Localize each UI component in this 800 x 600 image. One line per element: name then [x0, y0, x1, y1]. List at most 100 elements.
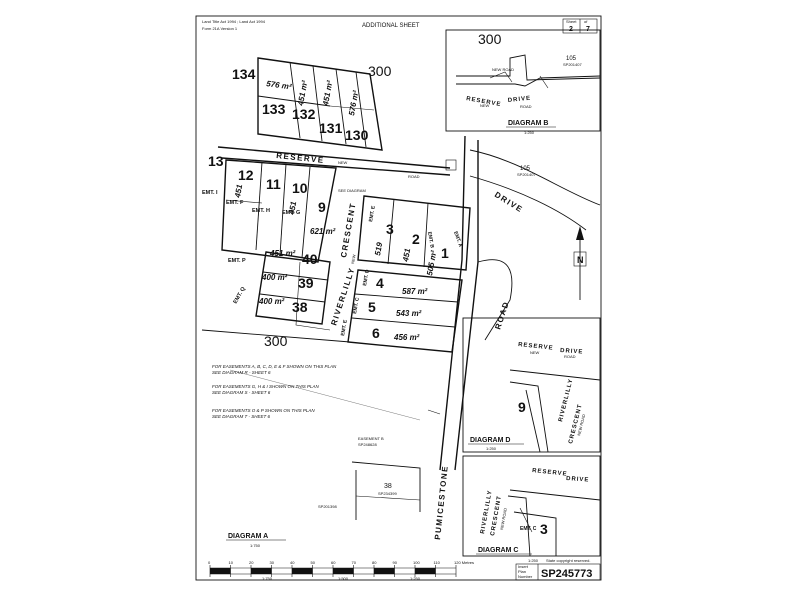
scale-tick-label: 20 [249, 560, 254, 565]
lot-40-area: 451 m² [269, 249, 296, 258]
lot-11: 11 [266, 176, 281, 192]
lot-38-parcel: 38 [384, 483, 392, 490]
sheet-label: Sheet [566, 19, 577, 24]
lot-1: 1 [441, 245, 449, 261]
lot-10-area: 451 [287, 200, 298, 216]
note-1-sub: SEE DIAGRAM R - SHEET 6 [212, 370, 271, 375]
scale-tick-label: 110 [434, 560, 441, 565]
emt-f: EMT. F [226, 200, 244, 206]
diagram-a-scale: 1:750 [250, 543, 261, 548]
emt-q: EMT. Q [233, 285, 248, 305]
emt-d: EMT. D [362, 269, 371, 287]
act-line: Land Title Act 1994 ; Land Act 1994 [202, 19, 266, 24]
diagram-d-new-road: NEW ROAD [576, 414, 586, 437]
easement-b: EASEMENT B [358, 436, 384, 441]
diagram-b-caption: DIAGRAM B [508, 120, 548, 127]
lot-1-area: 505 m² [425, 249, 438, 276]
road-reserve-new: NEW [338, 160, 348, 165]
diagram-b-label-105: 105 [566, 56, 577, 62]
scale-segment [374, 568, 395, 574]
diagram-c: RESERVE DRIVE RIVERLILLY CRESCENT NEW RO… [462, 455, 601, 563]
lot-40: 40 [302, 251, 318, 267]
diagram-d-riverlilly: RIVERLILLY [558, 378, 575, 423]
sheet-number: 2 [569, 26, 573, 33]
diagram-b: 300 105 SP201407 NEW ROAD RESERVE DRIVE … [445, 29, 601, 135]
diagram-d-scale: 1:250 [486, 446, 497, 451]
lot-38-parcel-ref: SP234399 [378, 491, 397, 496]
lot-9-area: 621 m² [310, 227, 336, 236]
plan-label: Plan [518, 569, 526, 574]
lot-6-area: 456 m² [393, 333, 420, 342]
road-drive: DRIVE [493, 190, 525, 215]
lot-134: 134 [232, 66, 256, 82]
see-diagram-label: SEE DIAGRAM [338, 188, 366, 193]
lot-130-area: 576 m² [347, 89, 360, 116]
diagram-d-drive: DRIVE [560, 348, 584, 356]
sheet-of-label: of [584, 19, 588, 24]
diagram-c-drive: DRIVE [566, 476, 590, 484]
scale-tick-label: 40 [290, 560, 295, 565]
north-arrow: N [573, 226, 587, 300]
scale-tick-label: 70 [352, 560, 357, 565]
emt-b: EMT. B [426, 231, 435, 249]
lot-2: 2 [412, 231, 420, 247]
lot-5-area: 543 m² [396, 309, 422, 318]
note-2-sub: SEE DIAGRAM S - SHEET 6 [212, 390, 271, 395]
plan-number-box [515, 563, 601, 581]
lot-132: 132 [292, 106, 316, 122]
lot-5: 5 [368, 299, 376, 315]
scale-tick-label: 80 [372, 560, 377, 565]
lot-39: 39 [298, 275, 314, 291]
diagram-c-emt: EMT. C [520, 526, 537, 532]
copyright: State copyright reserved. [546, 558, 590, 563]
easement-b-ref: SP248628 [358, 442, 377, 447]
form-line: Form 21A Version 1 [202, 26, 238, 31]
plan-number: SP245773 [541, 568, 592, 580]
emt-a: EMT. A [452, 231, 463, 249]
diagram-b-new-road: NEW ROAD [492, 67, 514, 72]
diagram-b-105-ref: SP201407 [563, 62, 582, 67]
lot-2-area: 451 [401, 247, 412, 263]
scale-segment [251, 568, 272, 574]
scale-segment [210, 568, 231, 574]
road-crescent: CRESCENT [339, 202, 358, 259]
scale-unit-label: 1:750 [262, 576, 273, 581]
emt-h: EMT. H [252, 208, 270, 214]
diagram-c-reserve: RESERVE [532, 468, 568, 478]
number-label: Number [518, 574, 533, 579]
scale-tick-label: 120 Metres [454, 560, 474, 565]
diagram-b-road: ROAD [520, 104, 532, 109]
diagram-a-caption: DIAGRAM A [228, 533, 268, 540]
diagram-d: RESERVE DRIVE NEW ROAD 9 RIVERLILLY CRES… [462, 317, 601, 453]
diagram-b-scale: 1:250 [524, 130, 535, 135]
emt-c: EMT. C [352, 297, 361, 315]
lot-13: 13 [208, 153, 224, 169]
scale-unit-label: 1:250 [410, 576, 421, 581]
emt-e: EMT. E [368, 205, 377, 223]
note-3: FOR EASEMENTS O & P SHOWN ON THIS PLAN [212, 408, 315, 413]
diagram-b-drive: DRIVE [508, 96, 532, 104]
scale-tick-label: 10 [229, 560, 234, 565]
diagram-d-road: ROAD [564, 354, 576, 359]
label-105-ref: SP201407 [517, 172, 536, 177]
lot-6: 6 [372, 325, 380, 341]
header: Land Title Act 1994 ; Land Act 1994 Form… [202, 18, 598, 34]
diagram-b-new: NEW [480, 103, 490, 108]
lot-9: 9 [318, 199, 326, 215]
lot-3: 3 [386, 221, 394, 237]
diagram-b-frame [445, 29, 601, 132]
diagram-d-frame [462, 317, 601, 453]
emt-p: EMT. P [228, 258, 246, 264]
note-1: FOR EASEMENTS A, B, C, D, E & F SHOWN ON… [212, 364, 337, 369]
lot-131-area: 451 m² [321, 79, 334, 107]
road-road-main: ROAD [493, 300, 511, 331]
diagram-c-lot: 3 [540, 521, 548, 537]
lot-12: 12 [238, 167, 254, 183]
lot-10: 10 [292, 180, 308, 196]
diagram-d-new: NEW [530, 350, 540, 355]
diagram-c-caption: DIAGRAM C [478, 547, 518, 554]
lot-130: 130 [345, 127, 369, 143]
lot-133: 133 [262, 101, 286, 117]
